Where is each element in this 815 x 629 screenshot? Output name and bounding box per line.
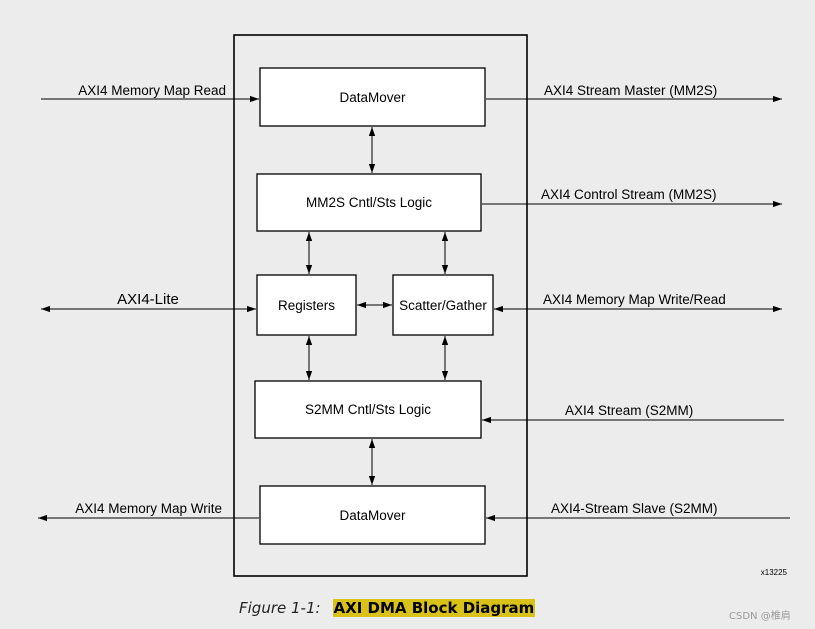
mm2s-logic-label: MM2S Cntl/Sts Logic (306, 195, 432, 210)
datamover-bottom-label: DataMover (339, 508, 406, 523)
registers-block: Registers (256, 274, 357, 336)
axi4-mm-read-label: AXI4 Memory Map Read (78, 83, 226, 98)
scatter-gather-label: Scatter/Gather (399, 298, 487, 313)
s2mm-logic-block: S2MM Cntl/Sts Logic (254, 380, 482, 439)
s2mm-logic-label: S2MM Cntl/Sts Logic (305, 402, 431, 417)
figure-id: x13225 (761, 568, 788, 577)
csdn-watermark: CSDN @椎肩 (729, 611, 791, 622)
axi-dma-boundary (233, 34, 528, 577)
caption-prefix: Figure 1-1: (239, 599, 321, 617)
axi4-stream-slave-label: AXI4-Stream Slave (S2MM) (551, 501, 718, 516)
axi4-lite-label: AXI4-Lite (117, 291, 179, 308)
datamover-top-label: DataMover (339, 90, 406, 105)
scatter-gather-block: Scatter/Gather (392, 274, 494, 336)
mm2s-logic-block: MM2S Cntl/Sts Logic (256, 173, 482, 232)
axi4-stream-master-label: AXI4 Stream Master (MM2S) (544, 83, 717, 98)
registers-label: Registers (278, 298, 335, 313)
axi4-stream-s2mm-label: AXI4 Stream (S2MM) (565, 403, 693, 418)
figure-caption: Figure 1-1: AXI DMA Block Diagram (239, 597, 536, 619)
caption-title: AXI DMA Block Diagram (332, 599, 536, 617)
axi4-mm-write-read-label: AXI4 Memory Map Write/Read (543, 292, 726, 307)
axi4-mm-write-label: AXI4 Memory Map Write (75, 501, 222, 516)
datamover-top-block: DataMover (259, 67, 486, 127)
datamover-bottom-block: DataMover (259, 485, 486, 545)
axi4-control-stream-label: AXI4 Control Stream (MM2S) (541, 187, 717, 202)
